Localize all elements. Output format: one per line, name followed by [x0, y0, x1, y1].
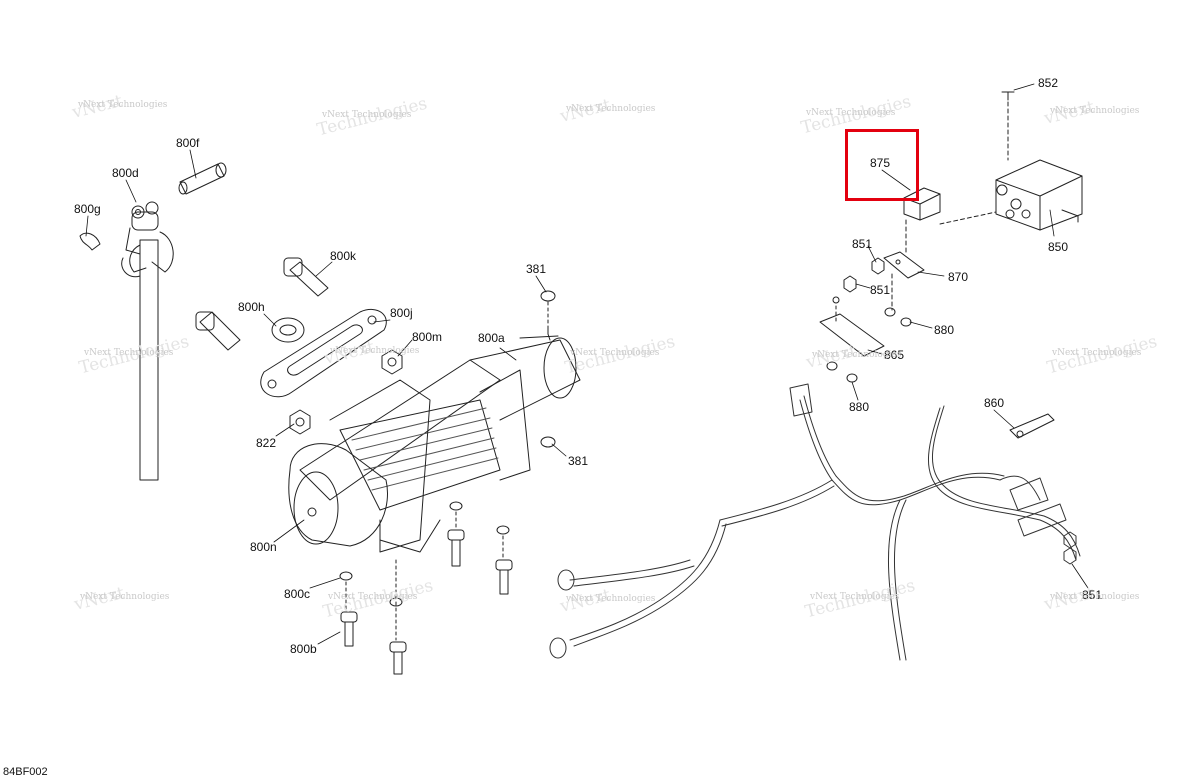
callout-850[interactable]: 850	[1048, 240, 1069, 254]
callout-800g[interactable]: 800g	[74, 202, 101, 216]
watermark: vNext vNext Technologies	[72, 583, 170, 615]
fairlead-assembly	[195, 257, 403, 435]
callout-865[interactable]: 865	[884, 348, 905, 362]
callout-851[interactable]: 851	[1082, 588, 1103, 602]
watermark-text: vNext Technologies	[1052, 348, 1142, 358]
watermark-text: vNext Technologies	[322, 110, 412, 120]
watermark-text: vNext Technologies	[566, 594, 656, 604]
watermark-text: vNext Technologies	[570, 348, 660, 358]
callout-800a[interactable]: 800a	[478, 331, 505, 345]
watermark: vNext vNext Technologies	[558, 585, 656, 617]
winch-body	[288, 290, 581, 675]
highlight-box	[845, 129, 919, 201]
watermark-text: vNext Technologies	[810, 592, 900, 602]
callout-851[interactable]: 851	[852, 237, 873, 251]
callout-800c[interactable]: 800c	[284, 587, 311, 601]
watermark: vNext vNext Technologies	[1042, 97, 1140, 129]
leader-lines	[85, 83, 1089, 645]
callout-851[interactable]: 851	[870, 283, 891, 297]
watermark-text: vNext Technologies	[84, 348, 174, 358]
callout-880[interactable]: 880	[849, 400, 870, 414]
watermark-text: vNext Technologies	[78, 100, 168, 110]
watermark: vNext vNext Technologies	[558, 95, 656, 127]
watermark: vNext vNext Technologies	[1042, 583, 1140, 615]
callout-800f[interactable]: 800f	[176, 136, 200, 150]
callout-880[interactable]: 880	[934, 323, 955, 337]
watermark-text: vNext Technologies	[1050, 106, 1140, 116]
callout-381[interactable]: 381	[568, 454, 589, 468]
callout-800m[interactable]: 800m	[412, 330, 443, 344]
watermark-text: vNext Technologies	[330, 346, 420, 356]
callout-800j[interactable]: 800j	[390, 306, 413, 320]
watermark: vNext vNext Technologies	[322, 337, 420, 369]
watermark: Technologies vNext Technologies	[799, 92, 913, 139]
watermark-text: vNext Technologies	[812, 350, 902, 360]
watermark: Technologies vNext Technologies	[77, 332, 191, 379]
watermark: Technologies vNext Technologies	[563, 332, 677, 379]
callout-800d[interactable]: 800d	[112, 166, 139, 180]
watermark: vNext vNext Technologies	[804, 341, 902, 373]
watermark-text: vNext Technologies	[566, 104, 656, 114]
wiring-harness	[549, 383, 1081, 661]
callout-860[interactable]: 860	[984, 396, 1005, 410]
figure-code: 84BF002	[3, 766, 48, 778]
callout-800k[interactable]: 800k	[330, 249, 357, 263]
watermark: Technologies vNext Technologies	[315, 94, 429, 141]
callout-800b[interactable]: 800b	[290, 642, 317, 656]
watermark: vNext vNext Technologies	[70, 91, 168, 123]
watermark-text: vNext Technologies	[806, 108, 896, 118]
hook-strap-assembly	[79, 162, 227, 481]
watermark: Technologies vNext Technologies	[321, 576, 435, 623]
callout-800n[interactable]: 800n	[250, 540, 277, 554]
callout-852[interactable]: 852	[1038, 76, 1059, 90]
callout-800h[interactable]: 800h	[238, 300, 265, 314]
callout-822[interactable]: 822	[256, 436, 277, 450]
callout-875[interactable]: 875	[870, 156, 891, 170]
watermark-text: vNext Technologies	[1050, 592, 1140, 602]
watermark: Technologies vNext Technologies	[803, 576, 917, 623]
watermark-text: vNext Technologies	[80, 592, 170, 602]
watermark: Technologies vNext Technologies	[1045, 332, 1159, 379]
callout-381[interactable]: 381	[526, 262, 547, 276]
watermark-text: vNext Technologies	[328, 592, 418, 602]
callout-870[interactable]: 870	[948, 270, 969, 284]
